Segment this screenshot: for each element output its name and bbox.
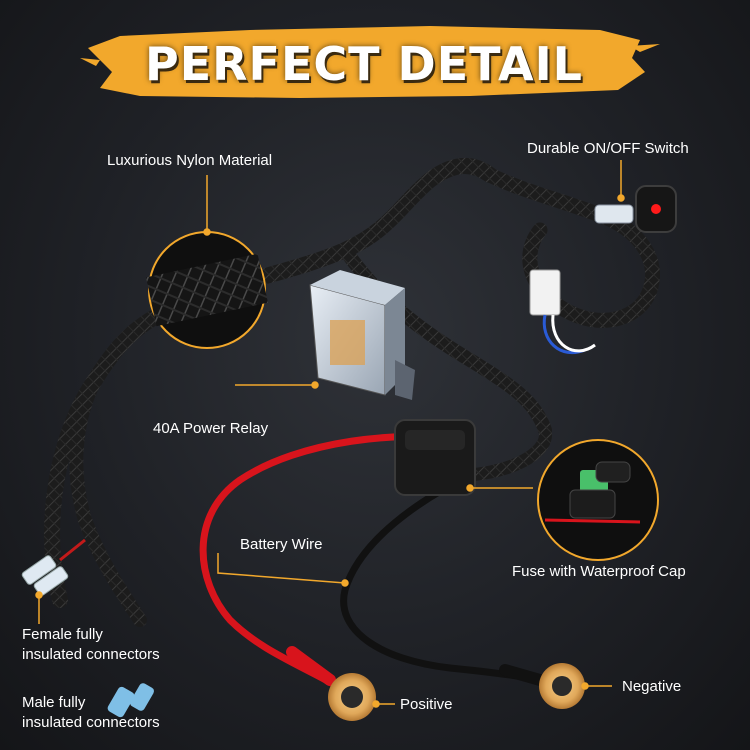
nylon-zoom-circle xyxy=(146,231,268,349)
spade-connector-icon xyxy=(529,269,596,354)
label-nylon-material: Luxurious Nylon Material xyxy=(107,152,273,169)
title-brush-stroke xyxy=(80,26,660,98)
rocker-switch-icon xyxy=(594,185,677,233)
page-title: PERFECT DETAIL xyxy=(145,37,583,91)
label-relay: 40A Power Relay xyxy=(153,420,269,437)
label-fuse: Fuse with Waterproof Cap xyxy=(512,563,686,580)
label-male-connectors-line1: Male fully xyxy=(22,694,86,711)
title-banner: PERFECT DETAIL xyxy=(94,28,634,100)
label-female-connectors-line1: Female fully xyxy=(22,626,103,643)
relay-icon xyxy=(309,270,415,400)
label-negative: Negative xyxy=(622,678,682,695)
label-switch: Durable ON/OFF Switch xyxy=(527,140,689,157)
harness-cables xyxy=(44,157,661,627)
male-connectors-icon xyxy=(107,683,154,718)
fuse-holder xyxy=(394,419,476,496)
label-positive: Positive xyxy=(400,696,453,713)
label-male-connectors-line2: insulated connectors xyxy=(22,714,160,731)
battery-wire-positive xyxy=(199,432,474,689)
fuse-zoom-circle xyxy=(537,439,659,561)
label-battery-wire: Battery Wire xyxy=(240,536,323,553)
ring-terminal-positive xyxy=(286,646,376,721)
label-female-connectors-line2: insulated connectors xyxy=(22,646,160,663)
female-connectors xyxy=(21,538,86,596)
callout-lines xyxy=(35,160,625,708)
ring-terminal-negative xyxy=(499,663,585,709)
battery-wire-negative xyxy=(340,471,544,684)
